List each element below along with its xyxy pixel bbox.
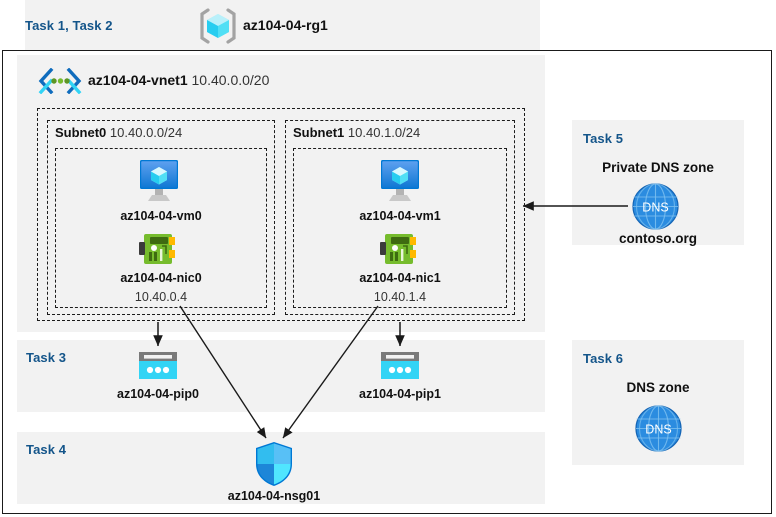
dns-zone-globe-icon: DNS [631, 182, 680, 231]
task3-panel [17, 340, 545, 412]
virtual-network-panel [17, 55, 545, 332]
virtual-machine-icon [133, 158, 185, 204]
resource-group-cube-icon [198, 7, 238, 45]
task-label-4: Task 4 [26, 442, 67, 457]
subnet0-cidr: 10.40.0.0/24 [109, 125, 183, 140]
nic1-ip: 10.40.1.4 [373, 290, 427, 304]
virtual-machine-icon [374, 158, 426, 204]
subnet0-title: Subnet0 10.40.0.0/24 [55, 125, 182, 140]
subnet0-box [47, 120, 275, 315]
resource-group-name: az104-04-rg1 [243, 17, 328, 33]
vm0-label: az104-04-vm0 [120, 209, 202, 223]
dns-zone-heading: DNS zone [626, 380, 690, 395]
dns-zone-globe-icon: DNS [634, 404, 683, 453]
public-ip-address-icon [136, 350, 180, 384]
svg-text:DNS: DNS [642, 201, 668, 215]
network-interface-icon [136, 230, 182, 268]
virtual-network-icon [38, 67, 82, 95]
vm1-label: az104-04-vm1 [359, 209, 441, 223]
task-label-1-2: Task 1, Task 2 [25, 18, 113, 33]
nsg-label: az104-04-nsg01 [227, 489, 321, 503]
public-ip-address-icon [378, 350, 422, 384]
svg-text:DNS: DNS [645, 423, 671, 437]
private-dns-zone-heading: Private DNS zone [602, 160, 714, 175]
nic1-label: az104-04-nic1 [359, 271, 441, 285]
task-label-3: Task 3 [26, 350, 67, 365]
subnet1-name: Subnet1 [293, 125, 345, 140]
subnet1-inner-box [293, 148, 507, 308]
nic0-ip: 10.40.0.4 [134, 290, 188, 304]
resource-group-band [25, 0, 540, 50]
task-label-5: Task 5 [583, 131, 624, 146]
subnet1-box [285, 120, 515, 315]
pip0-label: az104-04-pip0 [117, 387, 199, 401]
pip1-label: az104-04-pip1 [359, 387, 441, 401]
diagram-outer-frame [2, 50, 772, 514]
subnets-container [37, 108, 525, 321]
subnet0-inner-box [55, 148, 267, 308]
vnet-address-space: 10.40.0.0/20 [191, 72, 270, 88]
network-security-group-shield-icon [252, 440, 296, 488]
private-dns-zone-name: contoso.org [619, 231, 697, 246]
subnet1-cidr: 10.40.1.0/24 [347, 125, 421, 140]
nic0-label: az104-04-nic0 [120, 271, 202, 285]
subnet1-title: Subnet1 10.40.1.0/24 [293, 125, 420, 140]
task-label-6: Task 6 [583, 351, 624, 366]
vnet-title: az104-04-vnet1 10.40.0.0/20 [88, 72, 269, 88]
network-interface-icon [377, 230, 423, 268]
vnet-name: az104-04-vnet1 [88, 72, 188, 88]
subnet0-name: Subnet0 [55, 125, 107, 140]
